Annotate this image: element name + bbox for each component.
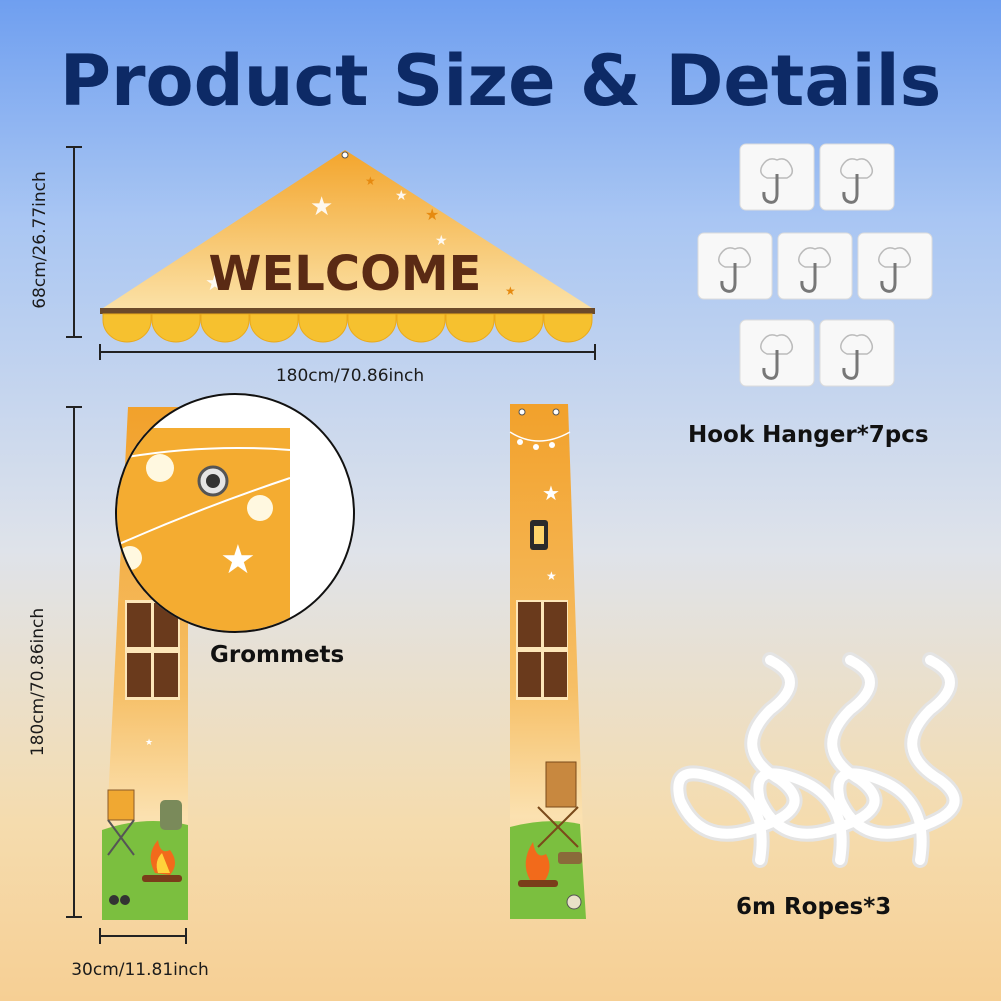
hook-hanger-group [690, 140, 950, 410]
svg-text:★: ★ [435, 233, 448, 249]
svg-text:★: ★ [542, 481, 560, 505]
banner-width-label: 180cm/70.86inch [275, 366, 425, 386]
welcome-text: WELCOME [209, 246, 482, 302]
ropes-label: 6m Ropes*3 [736, 894, 892, 920]
porch-height-dimension-line [66, 406, 82, 918]
hook-icon [818, 142, 896, 212]
svg-text:★: ★ [220, 537, 256, 583]
svg-text:★: ★ [310, 192, 333, 222]
banner-height-dimension-line [66, 146, 82, 338]
svg-text:★: ★ [395, 188, 408, 204]
welcome-banner: ★ ★ ★ ★ ★ ★ ★ ★ WELCOME [100, 150, 595, 343]
page-title: Product Size & Details [59, 40, 942, 122]
svg-text:★: ★ [425, 205, 439, 224]
banner-height-label: 68cm/26.77inch [30, 171, 50, 309]
svg-text:★: ★ [145, 738, 153, 748]
porch-width-label: 30cm/11.81inch [71, 960, 209, 980]
svg-text:★: ★ [365, 174, 376, 188]
svg-text:★: ★ [546, 569, 557, 583]
porch-width-dimension-line [99, 928, 187, 944]
hook-icon [738, 318, 816, 388]
hooks-label: Hook Hanger*7pcs [688, 422, 929, 448]
svg-text:★: ★ [505, 284, 516, 298]
ropes-image [670, 652, 963, 868]
svg-text:★: ★ [205, 271, 225, 296]
svg-text:★: ★ [245, 264, 256, 278]
hook-icon [696, 231, 774, 301]
hook-icon [856, 231, 934, 301]
grommets-label: Grommets [210, 642, 345, 668]
banner-width-dimension-line [99, 344, 596, 360]
hook-icon [738, 142, 816, 212]
right-porch-sign: ★ ★ [509, 404, 586, 919]
hook-icon [818, 318, 896, 388]
grommets-zoom-circle: ★ [115, 393, 355, 633]
hook-icon [776, 231, 854, 301]
porch-height-label: 180cm/70.86inch [28, 607, 48, 757]
